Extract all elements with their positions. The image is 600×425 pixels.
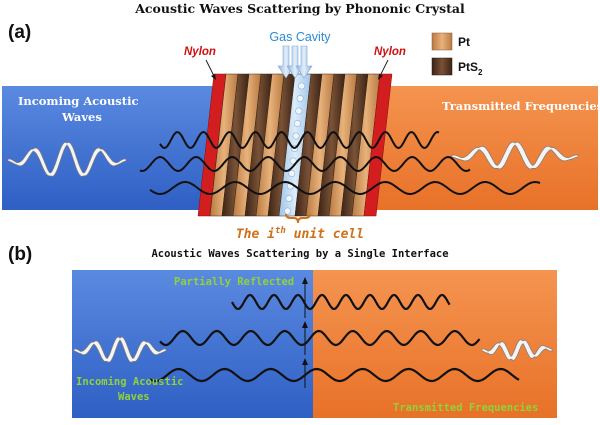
legend-pt-swatch	[431, 32, 453, 51]
nylon-left-label: Nylon	[184, 46, 216, 58]
legend-pt-label: Pt	[458, 35, 470, 49]
gas-bubble	[292, 132, 300, 140]
incoming-label-b: Incoming Acoustic Waves	[76, 376, 190, 403]
gas-bubble	[293, 120, 301, 128]
unit-cell-label: The ith unit cell	[236, 226, 364, 242]
nylon-left-pointer	[205, 59, 215, 77]
wave-bottom-a	[149, 180, 541, 196]
wave-middle-a	[139, 155, 471, 173]
unit-cell-brace	[285, 213, 311, 224]
waves-a	[139, 130, 541, 196]
legend-pts2-swatch	[431, 57, 453, 76]
incoming-medium-b	[72, 270, 313, 418]
wave-ribbon	[73, 336, 167, 363]
nylon-right-label: Nylon	[374, 46, 406, 58]
phononic-crystal	[197, 73, 393, 217]
gas-cavity-label: Gas Cavity	[269, 30, 331, 44]
incoming-wave-packet-a	[7, 141, 127, 177]
gas-bubble	[284, 207, 292, 215]
nylon-left-pointer-head	[211, 74, 216, 80]
transmitted-wave-packet-a	[451, 141, 579, 170]
legend: Pt PtS2	[431, 32, 483, 77]
panel-b-label: (b)	[8, 244, 32, 265]
gas-flow-arrows	[277, 45, 313, 79]
wave-middle-b	[159, 329, 481, 347]
nylon-right-pointer-head	[378, 74, 383, 80]
wave-reflected-b	[231, 293, 451, 311]
panel-b-title: Acoustic Waves Scattering by a Single In…	[151, 248, 448, 260]
wave-top-a	[159, 130, 440, 150]
reflected-label: Partially Reflected	[174, 276, 294, 288]
gas-bubble	[298, 82, 306, 90]
wave-ribbon	[481, 339, 553, 361]
transmitted-label-b: Transmitted Frequencies	[393, 402, 538, 414]
transmitted-label-a: Transmitted Frequencies	[442, 99, 600, 113]
wave-bottom-b	[149, 367, 520, 383]
gas-bubble	[295, 107, 303, 115]
nylon-right-pointer	[379, 59, 389, 77]
panel-a-label: (a)	[8, 22, 31, 43]
wave-ribbon	[7, 141, 127, 177]
nylon-layer	[363, 73, 393, 217]
reflection-arrows	[302, 277, 308, 388]
gas-bubble	[288, 170, 296, 178]
gas-bubble	[285, 195, 293, 203]
panel-a-title: Acoustic Waves Scattering by Phononic Cr…	[134, 1, 465, 16]
transmitted-wave-packet-b	[481, 339, 553, 361]
waves-b	[149, 293, 520, 383]
incoming-wave-packet-b	[73, 336, 167, 363]
wave-ribbon	[451, 141, 579, 170]
incoming-label-a: Incoming Acoustic Waves	[18, 94, 143, 124]
gas-bubble	[296, 95, 304, 103]
legend-pts2-label: PtS2	[458, 60, 483, 77]
